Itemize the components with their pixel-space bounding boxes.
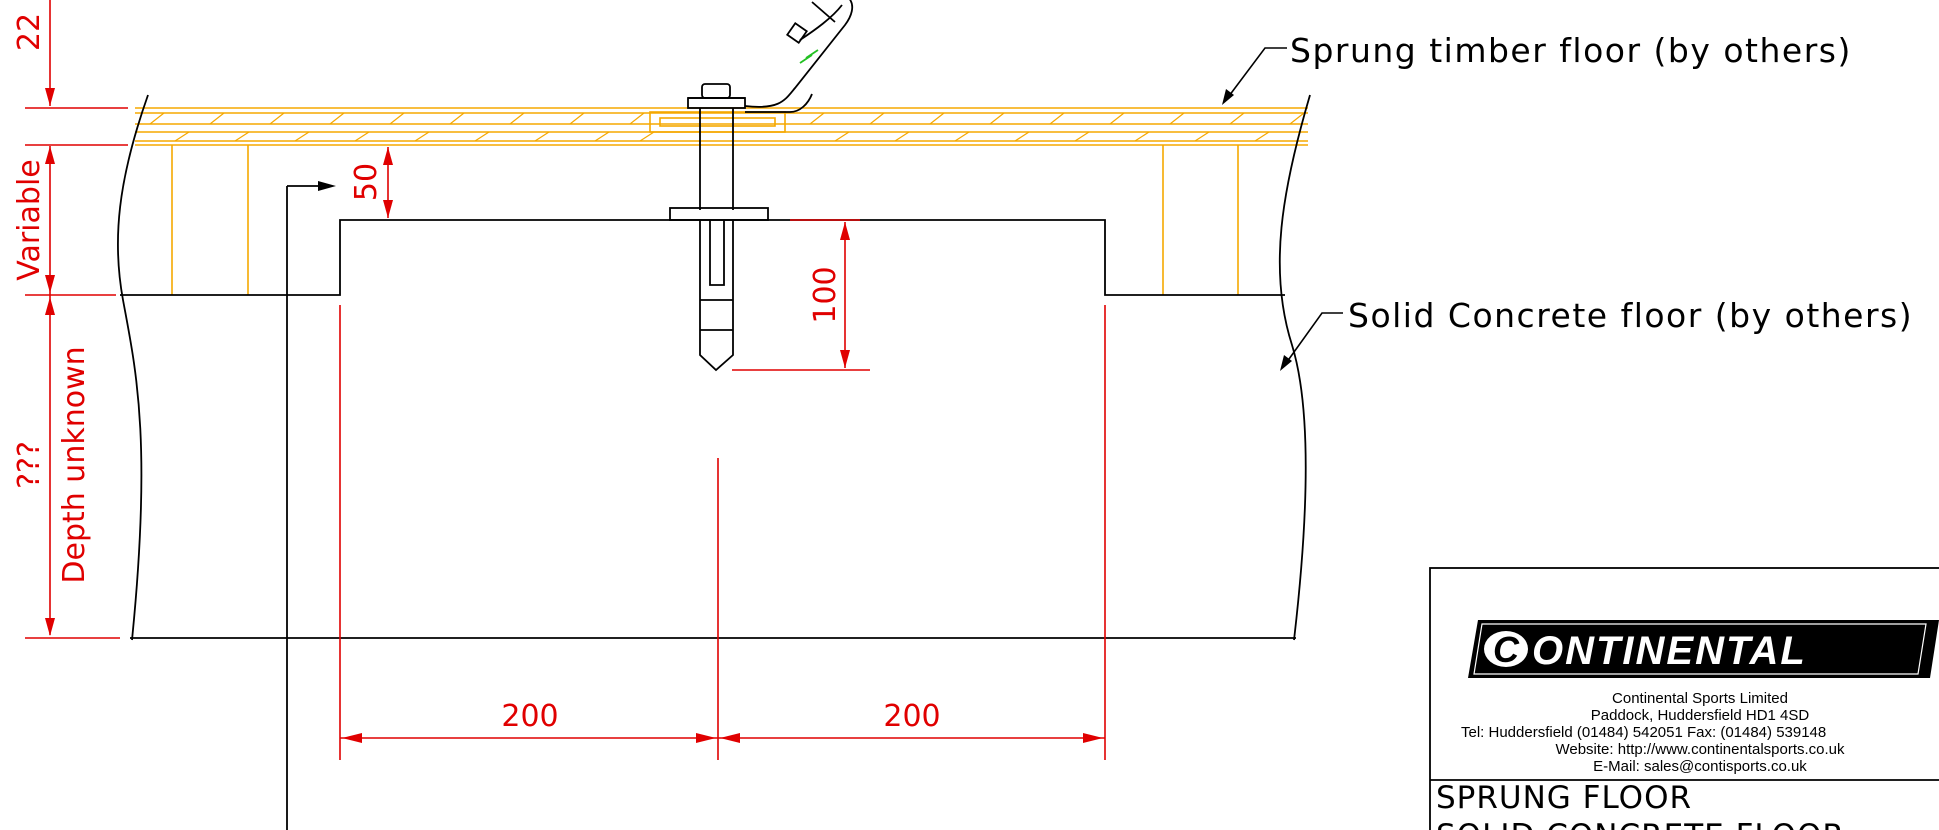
sprung-timber-floor: [135, 107, 1308, 295]
company-name: Continental Sports Limited: [1612, 690, 1788, 707]
logo-wordmark: ONTINENTAL: [1532, 629, 1807, 673]
sprung-floor-callout: Sprung timber floor (by others): [1290, 31, 1852, 70]
company-phone: Tel: Huddersfield (01484) 542051 Fax: (0…: [1461, 724, 1826, 741]
dim-22-label: 22: [12, 13, 47, 51]
sprung-floor-leader-arrow: [1222, 89, 1234, 105]
dim-depth-q-label: ???: [12, 441, 47, 489]
dim-100-label: 100: [808, 266, 843, 323]
company-website: Website: http://www.continentalsports.co…: [1555, 741, 1845, 758]
dim-200-right-label: 200: [883, 699, 940, 734]
dim-200-left-label: 200: [501, 699, 558, 734]
concrete-floor-callout: Solid Concrete floor (by others): [1348, 296, 1913, 335]
title-block: C ONTINENTAL Continental Sports Limited …: [1429, 567, 1939, 830]
concrete-floor-outline: [117, 94, 1311, 830]
dim-50-label: 50: [349, 163, 384, 201]
drawing-title-line-2: SOLID CONCRETE FLOOR: [1436, 818, 1845, 830]
drawing-title-line-1: SPRUNG FLOOR: [1436, 780, 1692, 816]
logo-letter: C: [1493, 629, 1520, 670]
callout-leaders: [1225, 47, 1343, 367]
company-address: Paddock, Huddersfield HD1 4SD: [1591, 707, 1810, 724]
dim-depth-unknown-label: Depth unknown: [57, 346, 92, 583]
company-email: E-Mail: sales@contisports.co.uk: [1593, 758, 1807, 775]
concrete-floor-leader-arrow: [1280, 355, 1292, 371]
dim-variable-label: Variable: [12, 159, 47, 280]
anchor-bolt-assembly: [669, 0, 854, 372]
continental-logo: C ONTINENTAL: [1468, 620, 1939, 678]
dimension-arrowheads: [45, 88, 1103, 743]
